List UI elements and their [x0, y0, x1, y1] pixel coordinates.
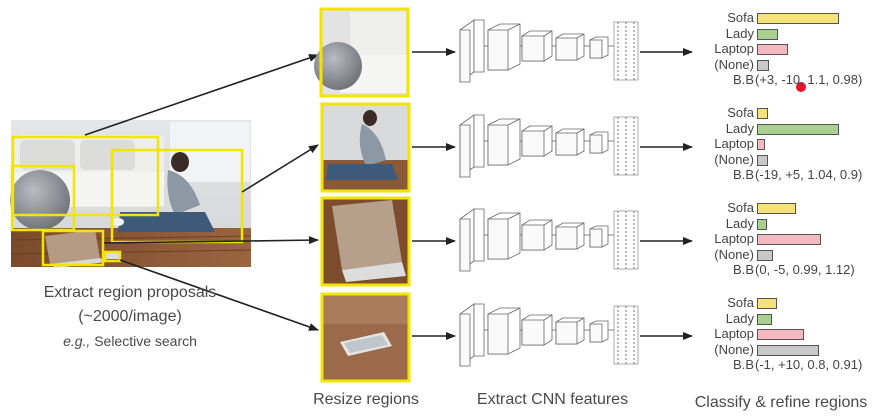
score-bar-sofa	[757, 108, 768, 119]
resized-crop-3	[320, 196, 411, 287]
bbox-regression-values: (+3, -10, 1.1, 0.98)	[755, 72, 863, 87]
input-photo	[10, 120, 252, 268]
class-label-sofa: Sofa	[727, 200, 754, 215]
class-label-lady: Lady	[725, 25, 754, 41]
cnn-network-1	[459, 19, 639, 83]
bbox-regression-values: (-19, +5, 1.04, 0.9)	[755, 167, 863, 182]
bbox-regression-values: (-1, +10, 0.8, 0.91)	[755, 357, 863, 372]
score-bar-lady	[757, 28, 778, 40]
class-label-lady: Lady	[725, 310, 754, 326]
cnn-network-4	[459, 303, 639, 367]
score-bar-laptop	[757, 234, 821, 245]
resized-crop-2	[320, 102, 411, 193]
class-label-b.b: B.B	[733, 72, 754, 87]
proposal-box-phone	[103, 250, 122, 263]
score-bar-laptop	[757, 329, 804, 340]
score-bar-none	[757, 59, 769, 71]
class-label-sofa: Sofa	[727, 105, 754, 120]
score-bar-lady	[757, 218, 767, 230]
class-label-none: (None)	[714, 246, 754, 262]
class-label-sofa: Sofa	[727, 10, 754, 25]
score-bar-none	[757, 154, 768, 166]
class-label-laptop: Laptop	[714, 136, 754, 151]
cnn-to-classifier-arrows	[640, 48, 693, 340]
class-label-b.b: B.B	[733, 357, 754, 372]
score-bar-laptop	[757, 139, 765, 150]
resized-crop-1	[314, 7, 410, 98]
caption-extract-proposals-line2: (~2000/image)	[78, 308, 182, 325]
bbox-regression-values: (0, -5, 0.99, 1.12)	[755, 262, 855, 277]
proposal-box-laptop	[41, 229, 105, 267]
caption-resize-regions: Resize regions	[313, 391, 419, 408]
crop-to-cnn-arrows	[412, 48, 456, 340]
cnn-network-3	[459, 208, 639, 272]
proposal-arrows	[84, 54, 319, 331]
class-label-lady: Lady	[725, 215, 754, 231]
score-bar-laptop	[757, 44, 788, 55]
class-label-b.b: B.B	[733, 167, 754, 182]
class-label-b.b: B.B	[733, 262, 754, 277]
resized-crop-4	[320, 292, 411, 383]
caption-extract-cnn-features: Extract CNN features	[476, 391, 629, 408]
class-label-lady: Lady	[725, 120, 754, 136]
class-label-none: (None)	[714, 341, 754, 357]
score-bar-none	[757, 249, 773, 261]
class-label-laptop: Laptop	[714, 231, 754, 246]
class-label-laptop: Laptop	[714, 41, 754, 56]
proposal-boxes	[10, 135, 244, 267]
class-label-none: (None)	[714, 151, 754, 167]
cursor-dot	[796, 82, 806, 92]
caption-classify-refine: Classify & refine regions	[694, 394, 868, 411]
score-bar-sofa	[757, 203, 796, 214]
score-bar-none	[757, 344, 819, 356]
cnn-network-2	[459, 114, 639, 178]
caption-extract-proposals-line3: e.g., Selective search	[20, 333, 240, 349]
score-bar-lady	[757, 313, 772, 325]
caption-eg: e.g.,	[63, 333, 91, 349]
class-label-laptop: Laptop	[714, 326, 754, 341]
class-label-none: (None)	[714, 56, 754, 72]
caption-extract-proposals-line1: Extract region proposals	[43, 284, 217, 301]
class-label-sofa: Sofa	[727, 295, 754, 310]
score-bar-sofa	[757, 298, 777, 309]
caption-selective-search: Selective search	[90, 333, 197, 349]
score-bar-sofa	[757, 13, 839, 24]
score-bar-lady	[757, 123, 839, 135]
